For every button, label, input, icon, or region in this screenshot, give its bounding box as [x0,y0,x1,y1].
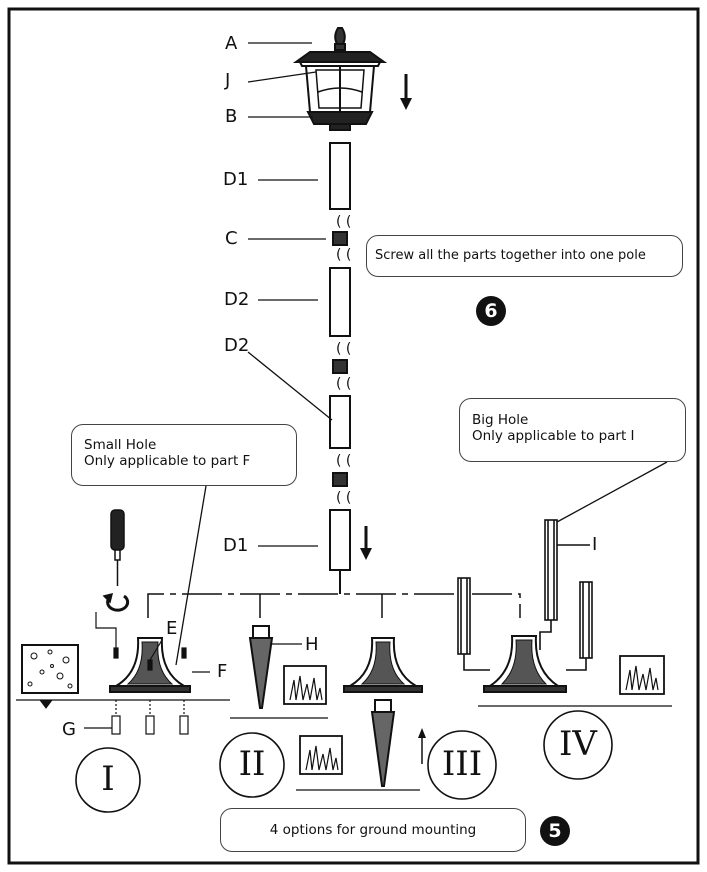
option-two-stake [230,625,328,719]
step-six-badge: 6 [476,296,506,326]
screw-together-text: Screw all the parts together into one po… [375,248,646,263]
callout-pointers [175,461,668,666]
label-d2-mid: D2 [224,289,250,310]
small-hole-note: Only applicable to part F [84,453,251,469]
stone-ground-icon [21,644,79,709]
part-leader-lines [247,42,333,547]
small-hole-callout: Small Hole Only applicable to part F [71,424,297,486]
label-h: H [305,634,319,655]
down-arrow-icon [400,74,412,110]
label-a: A [225,33,238,54]
lamp-head [292,27,388,131]
pole-parts: ( ( ( ( ( ( ( ( ( ( ( ( [329,142,351,594]
mounting-options-text: 4 options for ground mounting [269,822,477,838]
option-four-circle [543,710,613,780]
option-three-numeral: III [441,744,483,784]
label-e: E [166,618,178,639]
option-two-numeral: II [238,744,266,784]
screw-together-callout: Screw all the parts together into one po… [366,235,683,277]
big-hole-note: Only applicable to part I [472,428,635,444]
outer-frame [7,7,700,865]
label-g: G [62,719,76,740]
label-i: I [592,534,598,555]
svg-text:( (: ( ( [336,341,351,357]
svg-text:( (: ( ( [336,453,351,469]
label-c: C [225,228,238,249]
option-one-numeral: I [101,759,115,799]
option-four-base [478,635,672,707]
screwdriver-icon [102,509,130,612]
svg-text:( (: ( ( [336,490,351,506]
ground-spike-i [457,519,593,671]
big-hole-title: Big Hole [472,412,529,428]
svg-text:( (: ( ( [336,214,351,230]
label-j: J [225,70,231,91]
option-four-numeral: IV [559,724,597,764]
mounting-options-callout: 4 options for ground mounting [220,808,526,852]
svg-text:( (: ( ( [336,376,351,392]
label-d1-top: D1 [223,169,249,190]
label-d2-lower: D2 [224,335,250,356]
option-three-base [296,637,423,791]
label-d1-bottom: D1 [223,535,249,556]
svg-text:( (: ( ( [336,247,351,263]
grass-icon [283,665,327,705]
branch-lines [147,593,521,618]
screws-and-anchors [84,612,210,735]
small-hole-title: Small Hole [84,437,157,453]
option-two-circle [219,732,285,798]
step-five-badge: 5 [540,816,570,846]
big-hole-callout: Big Hole Only applicable to part I [459,398,686,462]
down-arrow-icon [360,526,372,560]
label-f: F [217,661,228,682]
option-three-circle [427,730,497,800]
grass-icon [619,655,665,695]
up-arrow-icon [418,728,426,764]
grass-icon [299,735,343,775]
label-b: B [225,106,238,127]
option-one-circle [75,747,141,813]
